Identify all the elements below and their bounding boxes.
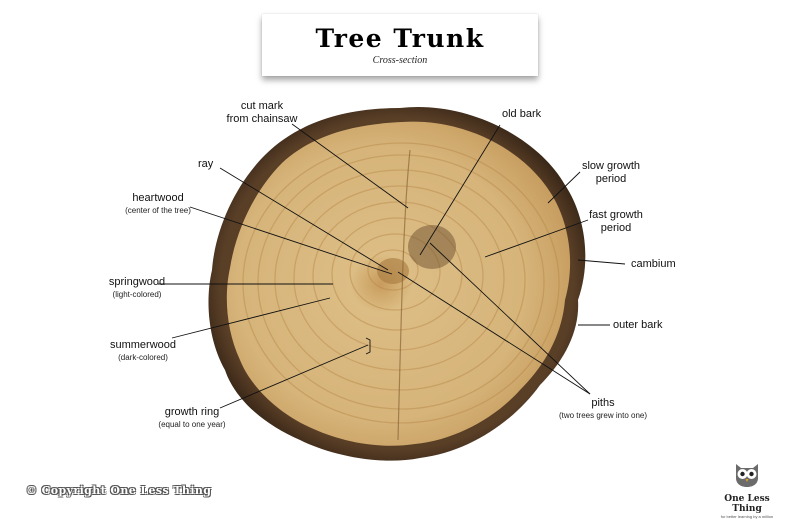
logo-text: One Less Thing xyxy=(724,494,770,514)
label-summerwood: summerwood (dark-colored) xyxy=(104,339,182,363)
label-ray: ray xyxy=(198,158,214,170)
owl-icon xyxy=(736,464,758,487)
page-subtitle: Cross-section xyxy=(372,55,428,66)
growth-ring-bracket xyxy=(365,337,371,355)
label-piths-sub: (two trees grew into one) xyxy=(558,411,648,420)
label-cut-mark-line1: cut mark xyxy=(240,100,284,112)
growth-rings xyxy=(242,142,560,424)
heartwood-center xyxy=(377,258,409,284)
label-cambium: cambium xyxy=(631,258,676,270)
trunk-wood xyxy=(226,121,571,446)
title-card: Tree Trunk Cross-section xyxy=(262,14,538,76)
label-springwood-title: springwood xyxy=(108,276,166,288)
label-piths: piths (two trees grew into one) xyxy=(552,397,654,421)
label-heartwood-sub: (center of the tree) xyxy=(125,206,191,215)
label-cut-mark-line2: from chainsaw xyxy=(226,113,298,125)
label-cut-mark: cut mark from chainsaw xyxy=(217,100,307,126)
label-slow-growth-line1: slow growth xyxy=(581,160,641,172)
brand-logo: One Less Thing for better learning by a … xyxy=(712,460,782,519)
label-slow-growth: slow growth period xyxy=(576,160,646,186)
label-heartwood-title: heartwood xyxy=(132,192,184,204)
label-fast-growth: fast growth period xyxy=(583,209,649,235)
copyright-notice: © Copyright One Less Thing xyxy=(26,484,212,497)
label-heartwood: heartwood (center of the tree) xyxy=(112,192,204,216)
pith-stain xyxy=(408,225,456,269)
ray-crack xyxy=(397,149,411,441)
label-summerwood-title: summerwood xyxy=(109,339,177,351)
leader-lines xyxy=(158,123,626,409)
label-piths-title: piths xyxy=(591,397,615,409)
label-fast-growth-line2: period xyxy=(600,222,632,234)
label-growth-ring: growth ring (equal to one year) xyxy=(150,406,234,430)
label-springwood-sub: (light-colored) xyxy=(112,290,162,299)
label-growth-ring-title: growth ring xyxy=(164,406,220,418)
label-springwood: springwood (light-colored) xyxy=(98,276,176,300)
page-title: Tree Trunk xyxy=(315,24,485,53)
label-summerwood-sub: (dark-colored) xyxy=(118,353,168,362)
label-slow-growth-line2: period xyxy=(595,173,627,185)
logo-tagline: for better learning by a million xyxy=(720,514,774,519)
label-outer-bark: outer bark xyxy=(613,319,663,331)
label-growth-ring-sub: (equal to one year) xyxy=(158,420,226,429)
label-old-bark: old bark xyxy=(502,108,542,120)
label-fast-growth-line1: fast growth xyxy=(589,209,643,221)
